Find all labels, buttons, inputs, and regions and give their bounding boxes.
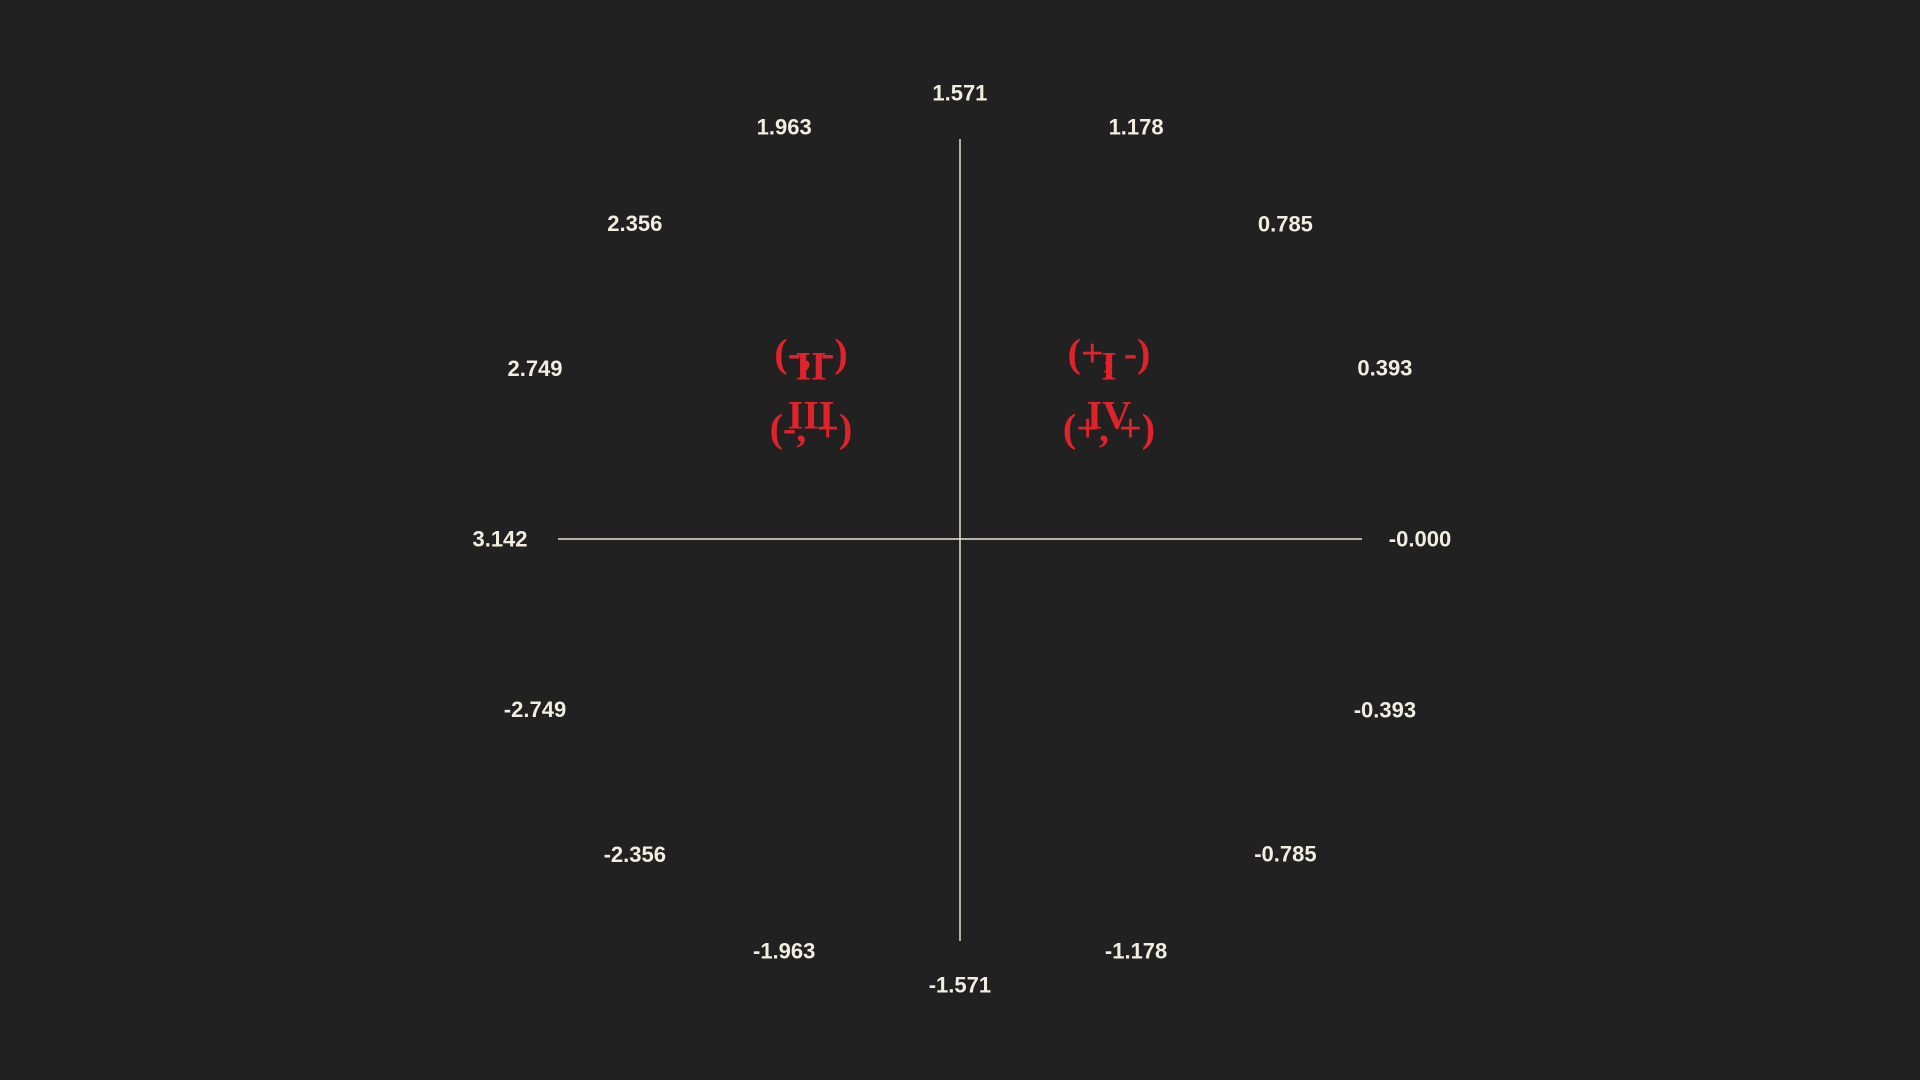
quadrant-numeral: III — [788, 393, 835, 438]
angle-label: -0.000 — [1389, 527, 1451, 552]
quadrant-signs: (+, +) — [1063, 406, 1155, 451]
angle-label: -2.749 — [504, 697, 566, 722]
angle-label: 2.356 — [607, 211, 662, 236]
quadrant-numeral: I — [1101, 344, 1117, 389]
angle-label: 1.963 — [757, 114, 812, 139]
quadrant-signs: (-, +) — [770, 406, 853, 451]
angle-label: -2.356 — [604, 842, 666, 867]
quadrant-signs: (+, -) — [1068, 331, 1151, 376]
angle-labels: -0.000 0.393 0.785 1.178 1.571 1.963 2.356 2.74… — [472, 81, 1451, 998]
angle-label: -1.178 — [1105, 939, 1167, 964]
angle-label: -1.963 — [753, 939, 815, 964]
angle-label: 1.571 — [932, 81, 987, 106]
angle-label: -0.785 — [1254, 842, 1316, 867]
quadrant-numeral: II — [795, 344, 826, 389]
angle-label: -1.571 — [929, 973, 991, 998]
angle-label: 2.749 — [507, 356, 562, 381]
angle-label: 0.785 — [1258, 211, 1313, 236]
angle-label: 1.178 — [1109, 115, 1164, 140]
angle-label: -0.393 — [1354, 697, 1416, 722]
quadrant-signs: (-, -) — [774, 331, 847, 376]
angle-label: 3.142 — [472, 527, 527, 552]
angle-label: 0.393 — [1357, 356, 1412, 381]
quadrant-numeral: IV — [1087, 393, 1132, 438]
quadrant-labels: I (+, +) II (-, +)III (-, -) IV (+, -) — [770, 331, 1156, 451]
